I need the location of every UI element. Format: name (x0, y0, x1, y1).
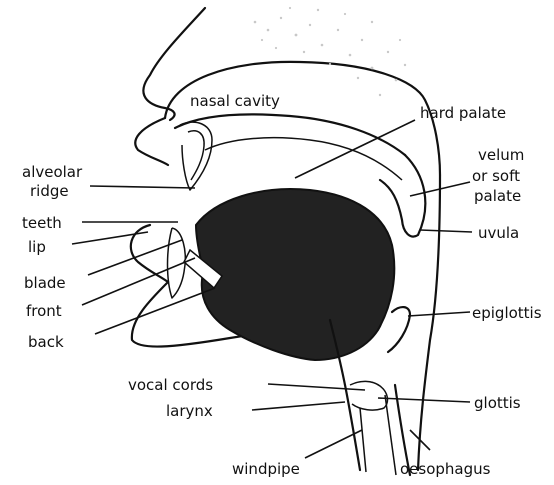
leader-epiglottis (408, 312, 470, 316)
leader-windpipe (305, 430, 362, 458)
label-back: back (28, 333, 64, 351)
label-glottis: glottis (474, 394, 521, 412)
label-velum-line3: palate (474, 187, 521, 205)
pharynx-back-wall (418, 175, 440, 470)
oesophagus-tube-inner (385, 395, 396, 475)
tongue (196, 189, 394, 360)
label-alveolar-ridge-line1: alveolar (22, 163, 83, 181)
label-front: front (26, 302, 62, 320)
sinus-texture (254, 7, 406, 96)
label-velum-line1: velum (478, 146, 524, 164)
label-velum-line2: or soft (472, 167, 520, 185)
leader-larynx (252, 402, 345, 410)
label-lip: lip (28, 238, 46, 256)
label-uvula: uvula (478, 224, 519, 242)
epiglottis-shape (388, 307, 410, 352)
label-larynx: larynx (166, 402, 213, 420)
label-hard-palate: hard palate (420, 104, 506, 122)
label-nasal-cavity: nasal cavity (190, 92, 280, 110)
label-vocal-cords: vocal cords (128, 376, 213, 394)
leader-alveolar-ridge (90, 186, 195, 188)
upper-lip (135, 118, 168, 165)
upper-teeth (180, 122, 212, 190)
windpipe-tube (360, 408, 366, 472)
hard-palate-shape (175, 114, 405, 155)
label-oesophagus: oesophagus (400, 460, 491, 478)
vocal-folds (350, 381, 387, 410)
label-windpipe: windpipe (232, 460, 300, 478)
label-alveolar-ridge-line2: ridge (30, 182, 69, 200)
leader-uvula (420, 230, 472, 232)
leader-lip (72, 232, 148, 244)
label-epiglottis: epiglottis (472, 304, 542, 322)
label-blade: blade (24, 274, 66, 292)
label-teeth: teeth (22, 214, 62, 232)
leader-front (82, 258, 195, 305)
